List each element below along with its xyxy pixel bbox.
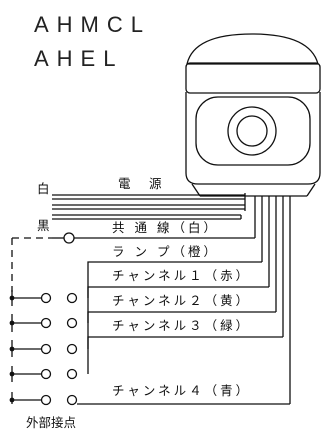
contact-terminal-b-ch2 [66,317,78,329]
contact-terminal-a-ch1 [40,292,52,304]
junction-dot-ch1 [9,295,15,301]
contact-row-ch4 [11,336,283,382]
power-cable [52,193,246,211]
junction-dot-common [9,397,15,403]
contact-terminal-a-ch2 [40,317,52,329]
device-housing [185,92,321,185]
junction-dot-ch4 [9,371,15,377]
label-ch2: チャンネル２（黄） [112,293,252,308]
device-foot-right [306,183,316,197]
contact-terminal-b-ch4 [66,368,78,380]
device-foot-left [191,183,201,197]
channel-wire-ch4 [87,336,283,374]
contact-terminal-b-ch1 [66,292,78,304]
contact-row-common [11,392,290,406]
label-black: 黒 [37,218,50,233]
contact-terminal-a-ch4 [40,368,52,380]
label-lamp: ラ ン プ（橙） [112,244,219,259]
label-power: 電 源 [118,176,165,191]
channel-wire-ch2 [87,286,269,323]
contact-terminal-a-ch3 [40,343,52,355]
model-name-1: AHMCL [34,12,152,37]
label-white: 白 [37,181,50,196]
junction-dots [9,295,15,403]
device-top-cap [186,33,319,65]
lamp-terminal [63,232,75,244]
contact-terminal-b-ch3 [66,343,78,355]
device-upper-band [185,62,321,94]
wire-bundle [254,196,291,404]
label-common: 共 通 線（白） [112,220,219,235]
junction-dot-ch2 [9,320,15,326]
label-ch4: チャンネル４（青） [112,383,252,398]
device-lens-frame [195,96,311,166]
model-name-2: AHEL [34,46,124,71]
contact-row-ch2 [11,286,269,332]
junction-dot-ch3 [9,346,15,352]
device-unit [185,33,321,197]
channel-wire-ch1 [87,261,262,298]
label-external-contacts: 外部接点 [26,415,77,430]
device-lens-outer [227,106,277,156]
contact-terminal-a-common [40,394,52,406]
label-ch1: チャンネル１（赤） [112,268,252,283]
common-wire [52,214,242,220]
contact-terminal-b-common [66,394,78,406]
lamp-line [11,232,255,292]
device-lens-inner [236,115,268,147]
label-ch3: チャンネル３（緑） [112,318,252,333]
